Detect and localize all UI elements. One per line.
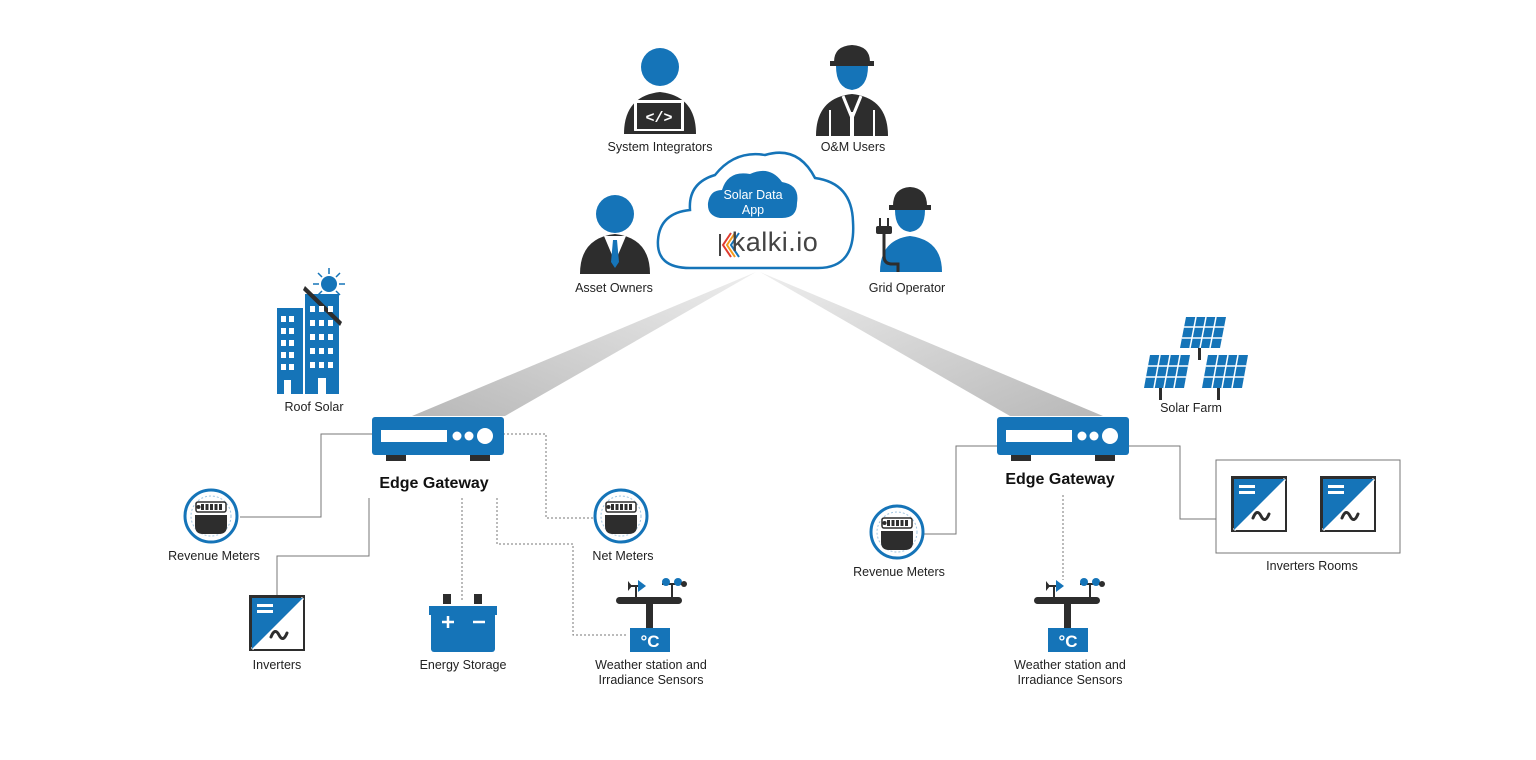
energy-storage-label: Energy Storage xyxy=(419,658,507,672)
weather-right-line2: Irradiance Sensors xyxy=(1017,673,1123,687)
cloud-icon xyxy=(656,151,855,270)
solar-panels-icon xyxy=(1144,316,1248,400)
revenue-meters-right-label: Revenue Meters xyxy=(853,565,945,579)
inverters-rooms-label: Inverters Rooms xyxy=(1266,559,1358,573)
beam-right xyxy=(760,272,1103,416)
weather-station-icon xyxy=(615,577,688,653)
inverter-icon xyxy=(1320,476,1376,532)
cloud-app-line2: App xyxy=(741,203,765,217)
inverters-label: Inverters xyxy=(252,658,302,672)
weather-right-label: Weather station and Irradiance Sensors xyxy=(1014,658,1126,688)
system-integrators-label: System Integrators xyxy=(607,140,713,154)
router-icon xyxy=(997,417,1129,461)
electric-meter-icon xyxy=(183,488,239,544)
net-meters-label: Net Meters xyxy=(592,549,654,563)
solar-farm-label: Solar Farm xyxy=(1160,401,1222,415)
weather-station-icon xyxy=(1033,577,1106,653)
electric-meter-icon xyxy=(593,488,649,544)
edge-gateway-left-label: Edge Gateway xyxy=(379,475,489,492)
building-solar-icon xyxy=(277,268,345,394)
roof-solar-label: Roof Solar xyxy=(284,400,344,414)
cloud-app-line1: Solar Data xyxy=(723,188,783,202)
battery-icon xyxy=(429,594,497,652)
brand-wordmark: kalki.io xyxy=(731,227,819,257)
weather-left-line1: Weather station and xyxy=(595,658,707,672)
businessman-icon xyxy=(580,195,650,274)
edge-gateway-right-label: Edge Gateway xyxy=(1005,471,1115,488)
right-connectors xyxy=(923,445,1216,580)
om-users-label: O&M Users xyxy=(820,140,886,154)
weather-right-line1: Weather station and xyxy=(1014,658,1126,672)
engineer-hardhat-icon xyxy=(816,45,888,136)
cloud-app-label: Solar Data App xyxy=(723,188,782,218)
svg-text:</>: </> xyxy=(645,110,672,127)
worker-plug-icon xyxy=(876,187,942,272)
grid-operator-label: Grid Operator xyxy=(868,281,946,295)
developer-laptop-icon: </> xyxy=(624,48,696,134)
inverter-icon xyxy=(1231,476,1287,532)
kalki-logo-mark xyxy=(719,232,740,258)
revenue-meters-left-label: Revenue Meters xyxy=(168,549,260,563)
beam-left xyxy=(412,272,756,416)
router-icon xyxy=(372,417,504,461)
inverter-icon xyxy=(249,595,305,651)
weather-left-label: Weather station and Irradiance Sensors xyxy=(595,658,707,688)
asset-owners-label: Asset Owners xyxy=(575,281,653,295)
weather-left-line2: Irradiance Sensors xyxy=(598,673,704,687)
electric-meter-icon xyxy=(869,504,925,560)
left-connectors xyxy=(240,433,628,636)
